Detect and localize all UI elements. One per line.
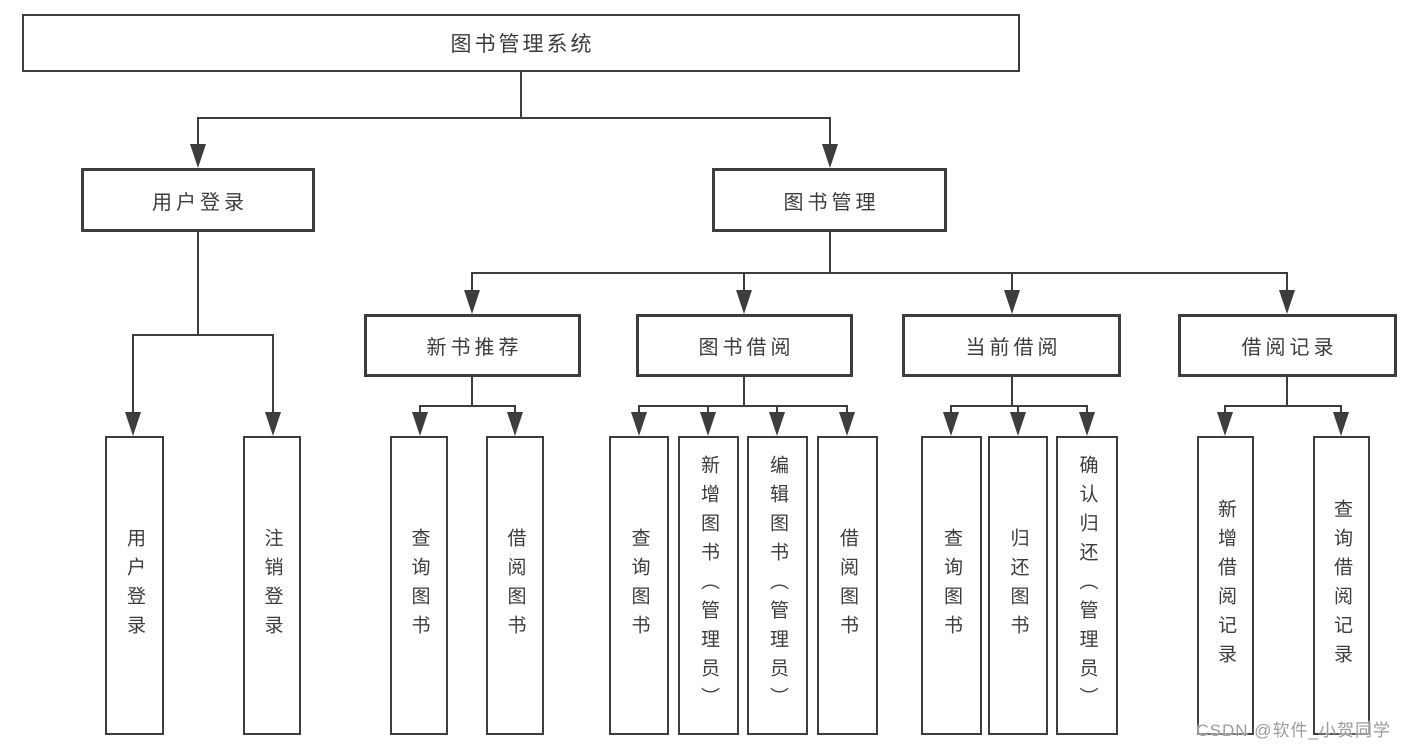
connector-vline: [1011, 272, 1013, 292]
connector-vline: [471, 272, 473, 292]
connector-vline: [846, 405, 848, 414]
connector-vline: [1286, 377, 1288, 407]
leaf-query-book: 查询图书: [921, 436, 982, 735]
arrowhead-down-icon: [943, 412, 959, 436]
connector-vline: [197, 232, 199, 336]
leaf-borrow-book: 借阅图书: [817, 436, 878, 735]
node-book-borrow: 图书借阅: [636, 314, 853, 377]
connector-hline: [950, 405, 1088, 407]
node-current-borrow: 当前借阅: [902, 314, 1121, 377]
connector-hline: [471, 272, 1288, 274]
arrowhead-down-icon: [507, 412, 523, 436]
connector-hline: [638, 405, 848, 407]
connector-vline: [707, 405, 709, 414]
connector-vline: [1286, 272, 1288, 292]
leaf-query-book: 查询图书: [609, 436, 669, 735]
arrowhead-down-icon: [700, 412, 716, 436]
arrowhead-down-icon: [1279, 290, 1295, 314]
leaf-add-book-admin: 新增图书（管理员）: [678, 436, 739, 735]
connector-vline: [471, 377, 473, 407]
connector-vline: [829, 232, 831, 274]
leaf-add-borrow-record: 新增借阅记录: [1197, 436, 1254, 735]
connector-vline: [419, 405, 421, 414]
connector-vline: [950, 405, 952, 414]
arrowhead-down-icon: [769, 412, 785, 436]
connector-vline: [520, 72, 522, 119]
arrowhead-down-icon: [1217, 412, 1233, 436]
connector-vline: [1017, 405, 1019, 414]
arrowhead-down-icon: [631, 412, 647, 436]
arrowhead-down-icon: [412, 412, 428, 436]
node-borrow-records: 借阅记录: [1178, 314, 1397, 377]
arrowhead-down-icon: [125, 412, 141, 436]
connector-vline: [829, 117, 831, 146]
connector-vline: [132, 334, 134, 414]
node-book-management: 图书管理: [712, 168, 947, 232]
connector-vline: [272, 334, 274, 414]
node-library-system: 图书管理系统: [22, 14, 1020, 72]
leaf-query-book: 查询图书: [390, 436, 448, 735]
connector-vline: [638, 405, 640, 414]
arrowhead-down-icon: [1079, 412, 1095, 436]
connector-hline: [1224, 405, 1342, 407]
connector-vline: [743, 377, 745, 407]
arrowhead-down-icon: [190, 144, 206, 168]
arrowhead-down-icon: [265, 412, 281, 436]
connector-hline: [419, 405, 516, 407]
arrowhead-down-icon: [464, 290, 480, 314]
connector-vline: [1224, 405, 1226, 414]
csdn-watermark: CSDN @软件_小贺同学: [1196, 721, 1391, 740]
leaf-borrow-book: 借阅图书: [486, 436, 544, 735]
connector-vline: [1011, 377, 1013, 407]
node-new-book-recommend: 新书推荐: [364, 314, 581, 377]
connector-vline: [776, 405, 778, 414]
connector-vline: [197, 117, 199, 146]
connector-vline: [1086, 405, 1088, 414]
connector-vline: [514, 405, 516, 414]
arrowhead-down-icon: [736, 290, 752, 314]
arrowhead-down-icon: [1004, 290, 1020, 314]
arrowhead-down-icon: [839, 412, 855, 436]
arrowhead-down-icon: [822, 144, 838, 168]
connector-vline: [743, 272, 745, 292]
leaf-logout: 注销登录: [243, 436, 301, 735]
connector-vline: [1340, 405, 1342, 414]
leaf-query-borrow-record: 查询借阅记录: [1313, 436, 1370, 735]
leaf-edit-book-admin: 编辑图书（管理员）: [747, 436, 808, 735]
leaf-return-book: 归还图书: [988, 436, 1048, 735]
leaf-user-login: 用户登录: [105, 436, 164, 735]
arrowhead-down-icon: [1010, 412, 1026, 436]
leaf-confirm-return-admin: 确认归还（管理员）: [1056, 436, 1118, 735]
node-user-login: 用户登录: [81, 168, 315, 232]
arrowhead-down-icon: [1333, 412, 1349, 436]
connector-hline: [132, 334, 274, 336]
connector-hline: [197, 117, 831, 119]
